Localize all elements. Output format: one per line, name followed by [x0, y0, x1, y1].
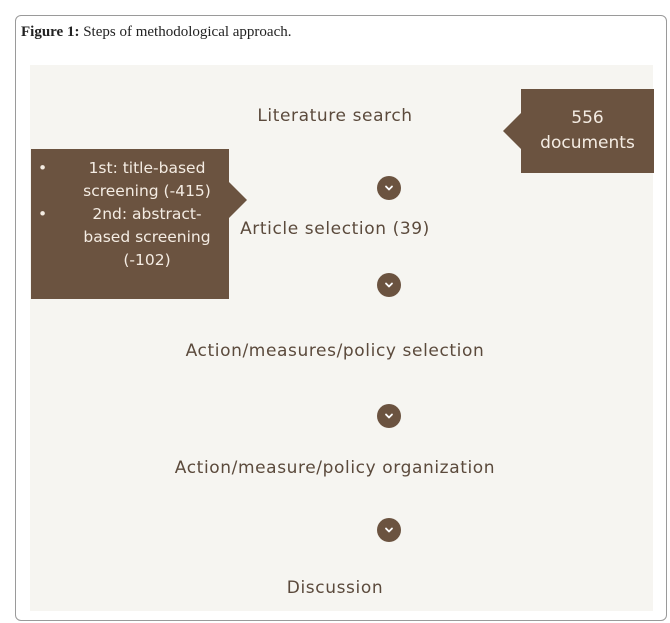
callout-pointer	[503, 113, 521, 149]
callout-screening: • 1st: title-based screening (-415) • 2n…	[31, 149, 247, 299]
step-article-selection: Article selection (39)	[240, 219, 430, 239]
screening-item-text: 2nd: abstract-based screening (-102)	[83, 205, 211, 269]
screening-item-text: 1st: title-based screening (-415)	[83, 159, 211, 200]
figure-caption: Figure 1: Steps of methodological approa…	[21, 24, 292, 41]
step-action-organization: Action/measure/policy organization	[174, 458, 496, 478]
document-unit: documents	[540, 133, 635, 153]
screening-item: • 1st: title-based screening (-415)	[31, 157, 229, 203]
step-discussion: Discussion	[286, 578, 384, 598]
screening-item: • 2nd: abstract-based screening (-102)	[31, 203, 229, 272]
figure-title: Steps of methodological approach.	[83, 24, 292, 40]
bullet-icon: •	[38, 159, 48, 177]
chevron-down-icon	[377, 404, 401, 428]
bullet-icon: •	[38, 205, 48, 223]
document-count: 556	[571, 108, 604, 128]
callout-pointer	[229, 182, 247, 218]
step-literature-search: Literature search	[257, 106, 413, 126]
step-action-selection: Action/measures/policy selection	[185, 341, 485, 361]
chevron-down-icon	[377, 273, 401, 297]
chevron-down-icon	[377, 176, 401, 200]
figure-label: Figure 1:	[21, 24, 80, 40]
chevron-down-icon	[377, 518, 401, 542]
callout-document-count: 556 documents	[503, 89, 654, 173]
